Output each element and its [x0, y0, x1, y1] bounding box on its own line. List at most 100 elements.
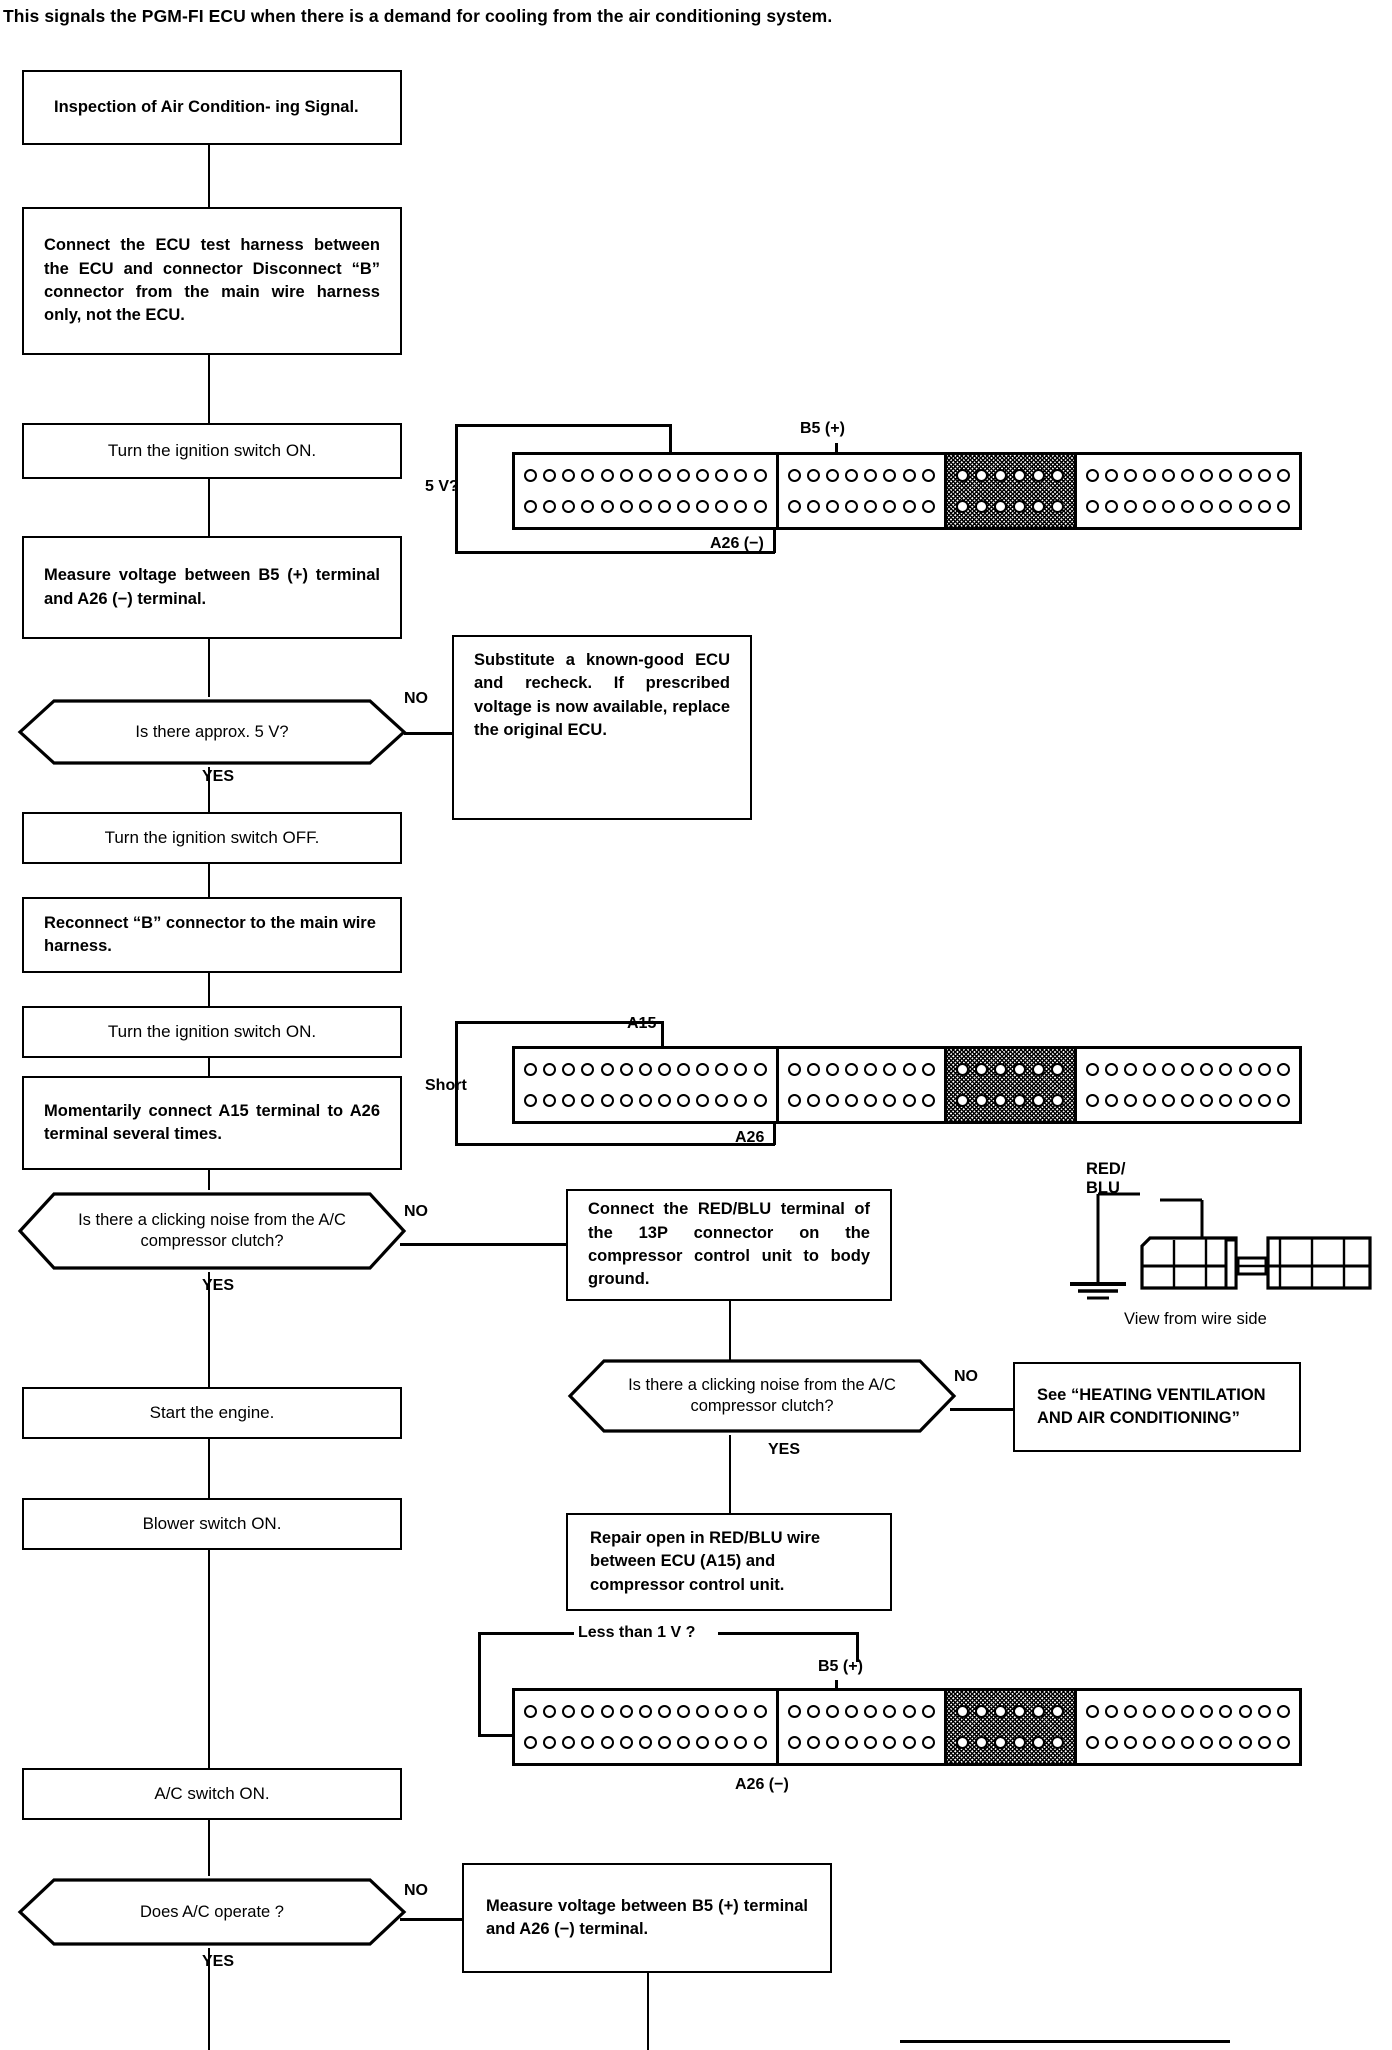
connector-pin	[902, 500, 916, 513]
connector-pin	[715, 469, 729, 482]
ecu-connector-middle-segment-d	[1077, 1049, 1299, 1121]
branch-label-no-acop: NO	[404, 1882, 428, 1899]
connector-pin	[1104, 500, 1118, 513]
connector-reconnect-to-ign2	[208, 973, 210, 1006]
connector-pin	[657, 1705, 671, 1718]
connector-pin	[1200, 1063, 1214, 1076]
ecu-connector-middle-segment-c	[947, 1049, 1077, 1121]
connector-pin	[562, 1736, 576, 1749]
connector-pin	[1238, 1736, 1252, 1749]
connector-pin	[562, 1094, 576, 1107]
connector-pin	[994, 1094, 1008, 1107]
connector-pin	[677, 1736, 691, 1749]
connector-pin	[1142, 469, 1156, 482]
connector-pin	[543, 1705, 557, 1718]
flow-box-see-hvac-text: See “HEATING VENTILATION AND AIR CONDITI…	[1037, 1385, 1266, 1427]
connector-pin	[787, 1063, 801, 1076]
flow-decision-click-2-text: Is there a clicking noise from the A/C c…	[628, 1376, 896, 1415]
connector-pin	[955, 1063, 969, 1076]
connector-pin	[619, 469, 633, 482]
connector-pin	[600, 1705, 614, 1718]
connector-pin	[543, 1063, 557, 1076]
connector-pin	[1032, 1705, 1046, 1718]
ecu-connector-top-segment-b-row-1	[785, 469, 938, 482]
connector-pin	[543, 469, 557, 482]
ecu-connector-top-segment-c-row-2	[953, 500, 1068, 513]
ecu-connector-bottom-segment-c-row-2	[953, 1736, 1068, 1749]
connector-pin	[955, 500, 969, 513]
connector-dec5v-yes	[208, 767, 210, 803]
ecu-connector-middle-segment-a-row-1	[521, 1063, 770, 1076]
connector-pin	[657, 1063, 671, 1076]
connector-pin	[921, 1736, 935, 1749]
flow-decision-ac-operate: Does A/C operate ?	[16, 1876, 408, 1948]
flow-box-ignition-off: Turn the ignition switch OFF.	[22, 812, 402, 864]
connector-acon-to-dec-acop	[208, 1820, 210, 1876]
connector-dec5v-no	[404, 732, 452, 735]
connector-pin	[581, 1705, 595, 1718]
ecu-connector-middle-segment-b	[779, 1049, 947, 1121]
connector-mid-label-a15: A15	[627, 1015, 657, 1032]
connector-pin	[1276, 469, 1290, 482]
connector-click2-yes	[729, 1435, 731, 1513]
ecu-connector-middle-segment-c-row-1	[953, 1063, 1068, 1076]
connector-pin	[1238, 1094, 1252, 1107]
connector-pin	[1142, 1736, 1156, 1749]
connector-pin	[1219, 1063, 1233, 1076]
ecu-connector-bottom-segment-d-row-2	[1083, 1736, 1293, 1749]
connector-pin	[1257, 469, 1271, 482]
connector-mid-wire-bottom	[455, 1143, 775, 1146]
ecu-connector-middle-segment-d-row-1	[1083, 1063, 1293, 1076]
connector-top-wire-left-upper	[455, 424, 458, 504]
connector-pin	[1181, 1094, 1195, 1107]
connector-mid-probe-label: Short	[425, 1077, 467, 1094]
connector-pin	[1181, 1063, 1195, 1076]
connector-pin	[581, 1063, 595, 1076]
connector-pin	[826, 469, 840, 482]
connector-pin	[845, 500, 859, 513]
connector-pin	[1219, 1094, 1233, 1107]
connector-pin	[1219, 469, 1233, 482]
connector-pin	[1051, 469, 1065, 482]
connector-pin	[921, 1705, 935, 1718]
connector-pin	[1181, 469, 1195, 482]
connector-pin	[1200, 500, 1214, 513]
connector-pin	[1085, 469, 1099, 482]
connector-top-wire-to-b5	[669, 424, 672, 462]
connector-click1-yes	[208, 1272, 210, 1315]
connector-pin	[787, 1094, 801, 1107]
connector-pin	[619, 500, 633, 513]
connector-pin	[921, 500, 935, 513]
wire-side-caption: View from wire side	[1124, 1310, 1267, 1328]
connector-pin	[1013, 1736, 1027, 1749]
flow-box-ac-switch-on: A/C switch ON.	[22, 1768, 402, 1820]
connector-pin	[1238, 1705, 1252, 1718]
connector-measure1-to-dec5v	[208, 639, 210, 697]
connector-ign2-to-momentary	[208, 1058, 210, 1076]
connector-pin	[1032, 1063, 1046, 1076]
branch-label-yes-acop: YES	[202, 1953, 235, 1970]
flow-box-start-text: Inspection of Air Condition- ing Signal.	[54, 97, 359, 116]
ecu-connector-top-segment-d	[1077, 455, 1299, 527]
connector-pin	[1276, 1736, 1290, 1749]
connector-pin	[753, 1705, 767, 1718]
connector-pin	[1276, 500, 1290, 513]
ecu-connector-middle-segment-b-row-2	[785, 1094, 938, 1107]
connector-pin	[1104, 1736, 1118, 1749]
ecu-connector-top-segment-c-row-1	[953, 469, 1068, 482]
connector-pin	[1162, 1063, 1176, 1076]
flow-decision-5v: Is there approx. 5 V?	[16, 697, 408, 767]
connector-pin	[1200, 1094, 1214, 1107]
connector-pin	[562, 1705, 576, 1718]
connector-pin	[1085, 1094, 1099, 1107]
connector-pin	[1257, 1705, 1271, 1718]
ecu-connector-middle-segment-c-row-2	[953, 1094, 1068, 1107]
flow-box-substitute-ecu-text: Substitute a known-good ECU and recheck.…	[474, 651, 730, 740]
connector-pin	[524, 1736, 538, 1749]
flow-decision-click-1-text: Is there a clicking noise from the A/C c…	[78, 1211, 346, 1250]
connector-pin	[1257, 1094, 1271, 1107]
connector-pin	[677, 1063, 691, 1076]
connector-pin	[1238, 500, 1252, 513]
connector-pin	[883, 500, 897, 513]
connector-pin	[734, 500, 748, 513]
